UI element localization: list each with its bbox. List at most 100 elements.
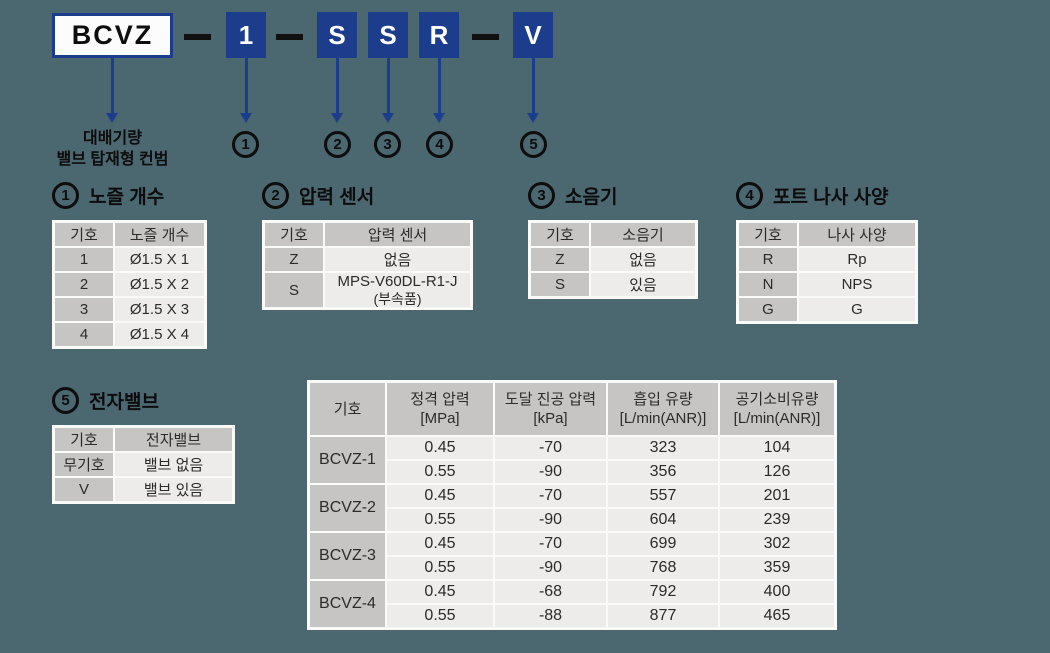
column-header: 압력 센서 (325, 223, 470, 246)
sensor-model: MPS-V60DL-R1-J (337, 273, 458, 290)
table-row: BCVZ-2 0.45 -70 557 201 (310, 485, 834, 531)
table-row: BCVZ-3 0.45 -70 699 302 (310, 533, 834, 579)
symbol-cell: 3 (55, 298, 113, 321)
value-cell: 있음 (591, 273, 695, 296)
section-title: 소음기 (565, 186, 618, 208)
table-header-row: 기호 전자밸브 (55, 428, 232, 451)
table-header-row: 기호 정격 압력[MPa] 도달 진공 압력[kPa] 흡입 유량[L/min(… (310, 383, 834, 435)
value-cell: 604 (608, 509, 718, 531)
symbol-cell: N (739, 273, 797, 296)
code-box-thread: R (419, 12, 459, 58)
section-heading: 5 전자밸브 (52, 386, 235, 414)
code-box-label: V (524, 19, 542, 50)
down-arrow-icon (433, 58, 445, 123)
down-arrow-icon (331, 58, 343, 123)
value-cell: 없음 (591, 248, 695, 271)
section-number-badge: 5 (52, 386, 79, 414)
value-cell: 0.55 (387, 605, 493, 627)
symbol-cell: Z (531, 248, 589, 271)
value-cell: Rp (799, 248, 915, 271)
sensor-note: (부속품) (373, 291, 422, 307)
column-header: 공기소비유량[L/min(ANR)] (720, 383, 834, 435)
value-cell: Ø1.5 X 1 (115, 248, 204, 271)
code-box-label: R (429, 19, 449, 50)
table-row: BCVZ-1 0.45 -70 323 104 (310, 437, 834, 483)
column-header: 기호 (55, 223, 113, 246)
value-cell: 0.45 (387, 437, 493, 459)
value-cell: 0.55 (387, 461, 493, 483)
code-box-nozzle: 1 (226, 12, 266, 58)
dash-separator (184, 34, 211, 40)
value-cell: 400 (720, 581, 834, 603)
column-header: 도달 진공 압력[kPa] (495, 383, 606, 435)
value-cell: 877 (608, 605, 718, 627)
table-row: 0.55 -90 604 239 (310, 509, 834, 531)
value-cell: MPS-V60DL-R1-J (부속품) (325, 273, 470, 307)
column-header: 기호 (265, 223, 323, 246)
value-cell: -68 (495, 581, 606, 603)
column-header: 나사 사양 (799, 223, 915, 246)
table-header-row: 기호 나사 사양 (739, 223, 915, 246)
section-title: 포트 나사 사양 (773, 186, 889, 208)
model-caption-line1: 대배기량 (83, 130, 142, 147)
down-arrow-icon (240, 58, 252, 123)
value-cell: Ø1.5 X 2 (115, 273, 204, 296)
code-box-sensor: S (317, 12, 357, 58)
value-cell: 699 (608, 533, 718, 555)
value-cell: 465 (720, 605, 834, 627)
value-cell: 0.45 (387, 533, 493, 555)
section-title: 노즐 개수 (89, 186, 165, 208)
value-cell: 239 (720, 509, 834, 531)
symbol-cell: R (739, 248, 797, 271)
value-cell: -90 (495, 557, 606, 579)
code-box-silencer: S (368, 12, 408, 58)
dash-separator (276, 34, 303, 40)
column-header: 정격 압력[MPa] (387, 383, 493, 435)
down-arrow-icon (527, 58, 539, 123)
section-heading: 4 포트 나사 사양 (736, 181, 918, 209)
value-cell: 201 (720, 485, 834, 507)
value-cell: 없음 (325, 248, 470, 271)
value-cell: -90 (495, 461, 606, 483)
symbol-cell: 2 (55, 273, 113, 296)
value-cell: 302 (720, 533, 834, 555)
value-cell: 0.55 (387, 509, 493, 531)
symbol-cell: G (739, 298, 797, 321)
table-row: S MPS-V60DL-R1-J (부속품) (265, 273, 470, 307)
code-box-label: S (379, 19, 397, 50)
value-cell: Ø1.5 X 3 (115, 298, 204, 321)
value-cell: 0.55 (387, 557, 493, 579)
table-row: 0.55 -88 877 465 (310, 605, 834, 627)
value-cell: Ø1.5 X 4 (115, 323, 204, 346)
section-number-badge: 2 (262, 181, 289, 209)
symbol-cell: 4 (55, 323, 113, 346)
table-row: BCVZ-4 0.45 -68 792 400 (310, 581, 834, 627)
symbol-cell: S (531, 273, 589, 296)
symbol-cell: S (265, 273, 323, 307)
value-cell: G (799, 298, 915, 321)
model-caption: 대배기량 밸브 탑재형 컨범 (12, 128, 213, 170)
model-cell: BCVZ-1 (310, 437, 385, 483)
section-heading: 1 노즐 개수 (52, 181, 207, 209)
column-header: 기호 (739, 223, 797, 246)
value-cell: 126 (720, 461, 834, 483)
callout-badge-1: 1 (232, 131, 259, 158)
symbol-cell: V (55, 478, 113, 501)
column-header: 기호 (55, 428, 113, 451)
value-cell: -90 (495, 509, 606, 531)
value-cell: NPS (799, 273, 915, 296)
